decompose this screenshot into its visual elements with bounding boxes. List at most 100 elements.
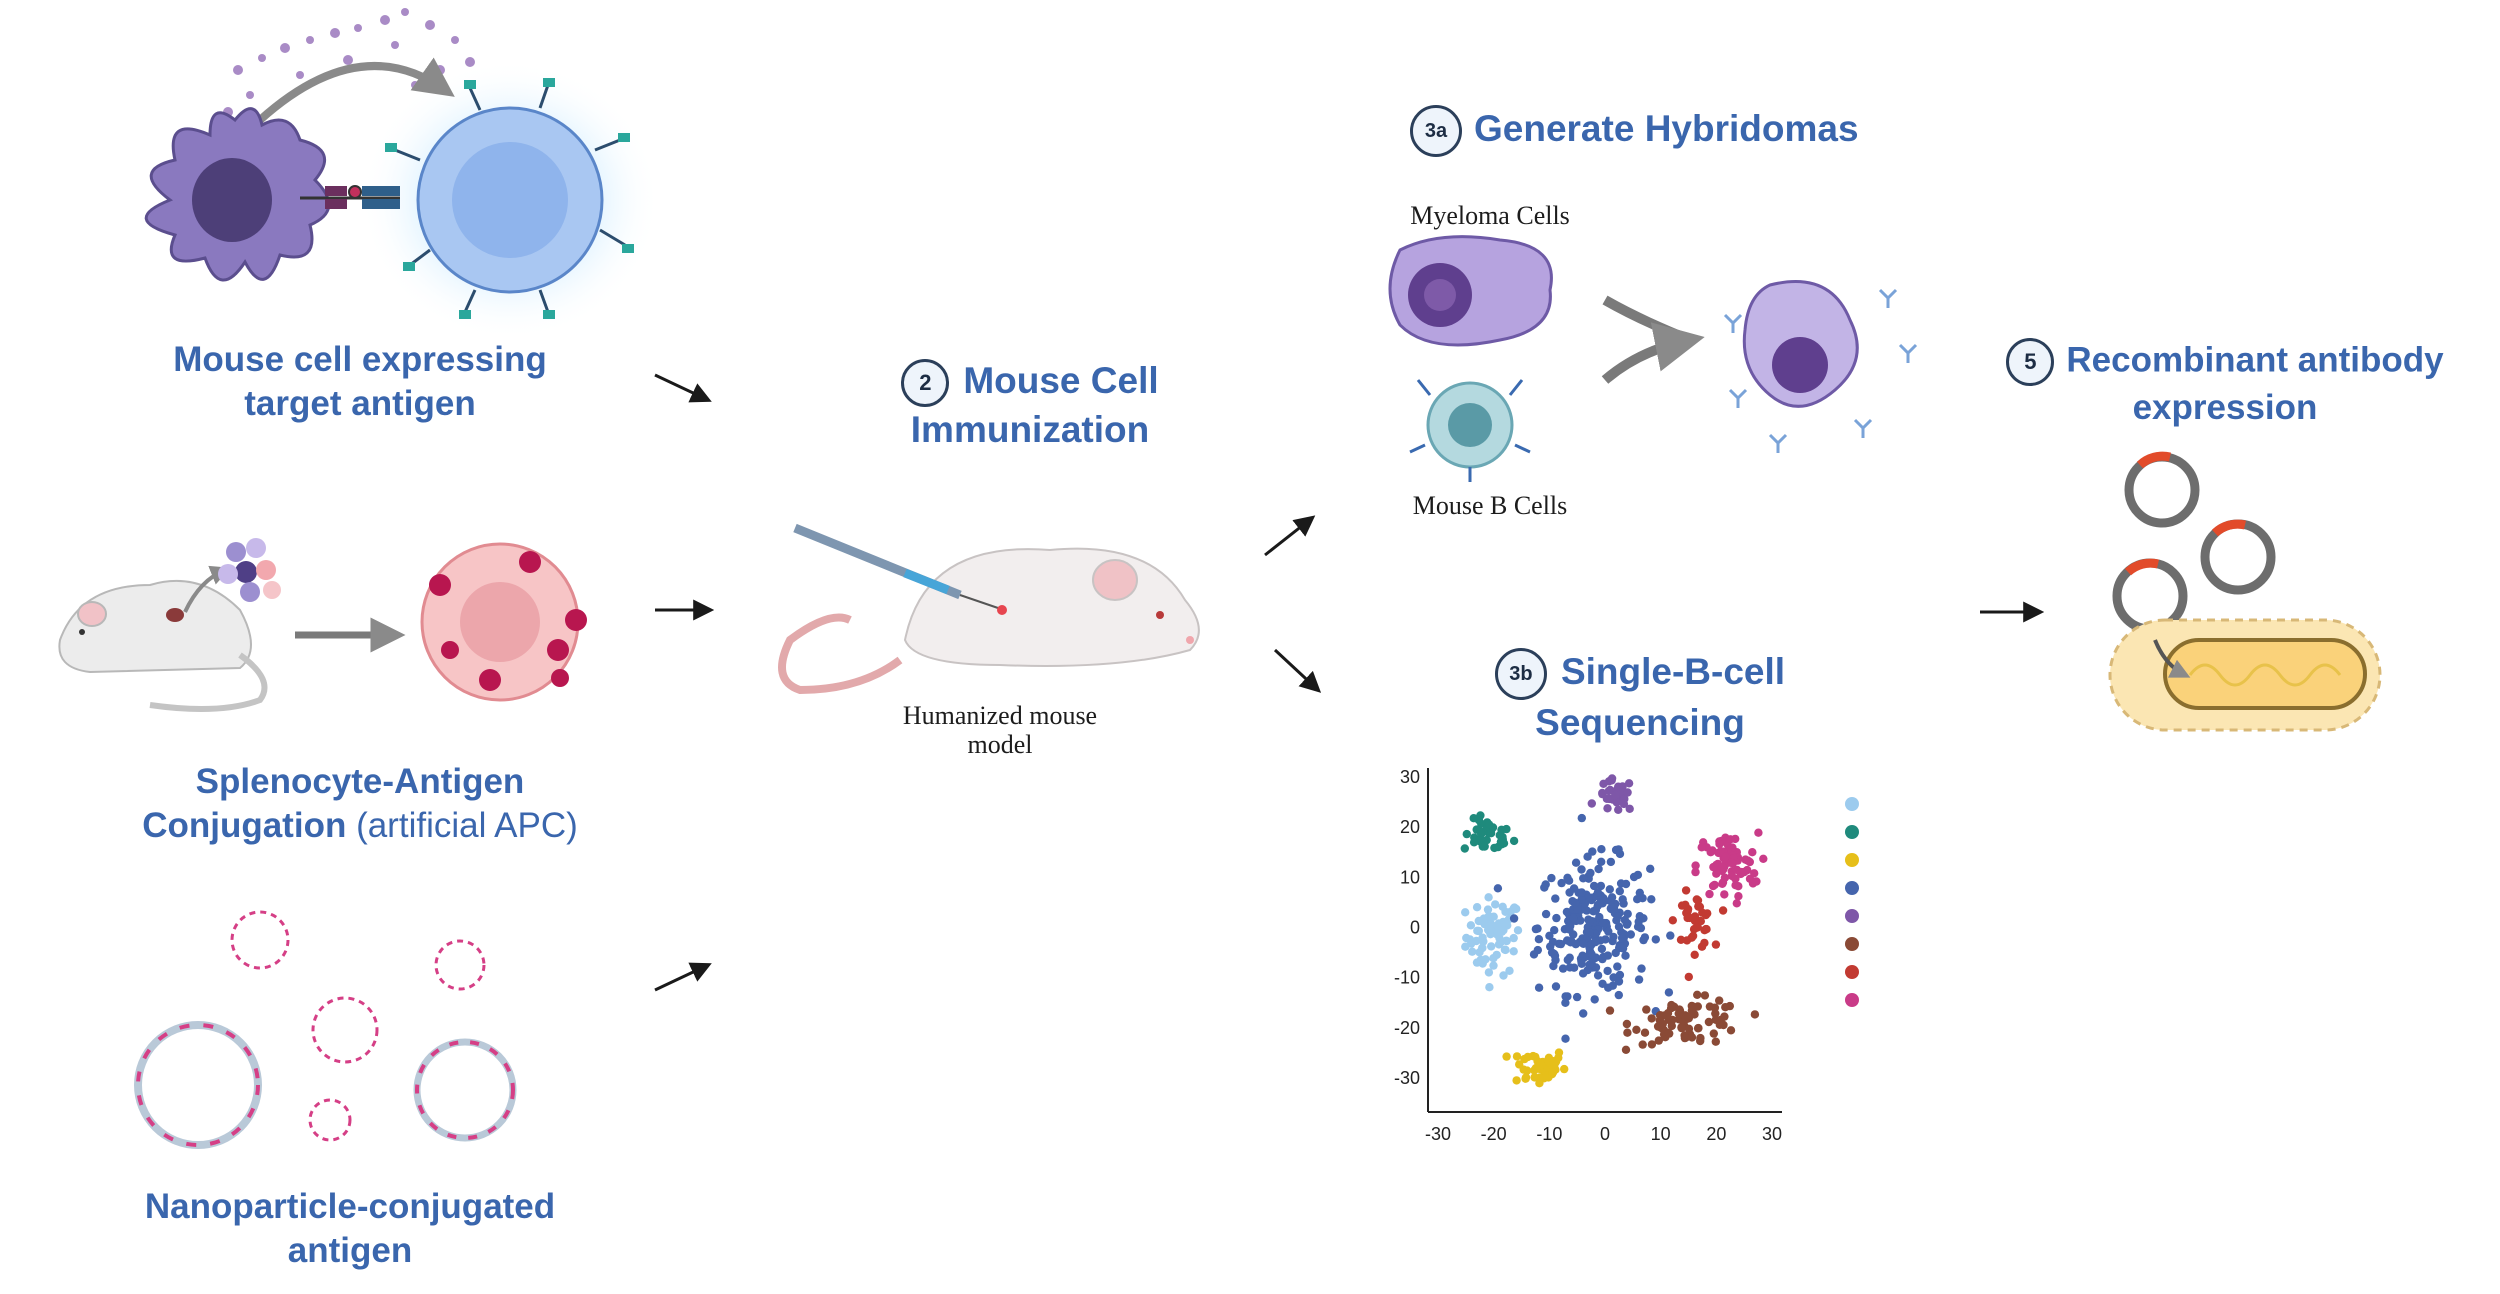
scatter-point-cluster-2 [1476,834,1486,844]
scatter-point-cluster-6 [1653,1022,1663,1031]
scatter-point-cluster-4 [1579,1009,1588,1018]
scatter-point-cluster-1 [1478,933,1487,942]
scatter-point-cluster-3 [1554,1048,1564,1057]
scatter-point-cluster-8 [1740,867,1749,877]
scatter-point-cluster-8 [1721,852,1730,862]
bcell-label: Mouse B Cells [1412,491,1568,520]
scatter-point-cluster-4 [1561,998,1570,1007]
x-tick-label: -20 [1481,1124,1507,1144]
mouse-cell-label-line2: target antigen [244,383,476,423]
scatter-point-cluster-4 [1571,898,1580,907]
scatter-point-cluster-4 [1577,865,1586,874]
scatter-point-cluster-4 [1633,870,1643,880]
scatter-point-cluster-4 [1607,893,1617,902]
scatter-point-cluster-4 [1664,988,1674,997]
scatter-point-cluster-1 [1509,933,1518,943]
y-tick-label: 20 [1400,817,1420,837]
scatter-point-cluster-4 [1565,963,1575,972]
scatter-point-cluster-4 [1493,884,1503,893]
scatter-point-cluster-1 [1473,926,1482,935]
scatter-point-cluster-4 [1614,990,1624,1000]
legend-swatch-2 [1845,825,1859,839]
y-tick-label: -30 [1394,1068,1420,1088]
scatter-point-cluster-4 [1585,928,1594,937]
scatter-point-cluster-1 [1505,966,1514,975]
legend-swatch-7 [1845,965,1859,979]
scatter-point-cluster-6 [1642,1005,1651,1014]
scatter-point-cluster-8 [1750,869,1759,878]
scatter-point-cluster-8 [1691,861,1700,870]
scatter-point-cluster-5 [1604,786,1614,796]
scatter-point-cluster-6 [1665,1029,1674,1038]
hybridoma-illustration [1388,235,1918,482]
scatter-point-cluster-4 [1572,992,1582,1002]
scatter-point-cluster-6 [1715,996,1724,1005]
scatter-point-cluster-4 [1615,970,1625,980]
scatter-point-cluster-4 [1593,888,1603,897]
scatter-point-cluster-4 [1551,894,1560,903]
b-cell [1409,379,1531,482]
scatter-point-cluster-6 [1640,1028,1650,1037]
scatter-point-cluster-5 [1614,782,1623,791]
hybridoma-cell [1723,280,1918,453]
scatter-point-cluster-6 [1726,1026,1736,1035]
scatter-point-cluster-4 [1534,983,1544,992]
sequencing-title-line2: Sequencing [1535,702,1745,743]
scatter-point-cluster-1 [1472,903,1482,912]
scatter-point-cluster-4 [1571,858,1581,867]
scatter-point-cluster-4 [1614,977,1624,986]
scatter-point-cluster-8 [1752,877,1761,886]
input-arrows [654,373,715,992]
scatter-point-cluster-2 [1460,844,1470,853]
x-tick-label: -10 [1536,1124,1562,1144]
scatter-point-cluster-1 [1484,968,1494,977]
scatter-point-cluster-4 [1639,914,1648,923]
scatter-point-cluster-7 [1683,913,1692,923]
legend-swatch-1 [1845,797,1859,811]
scatter-point-cluster-4 [1614,922,1624,931]
scatter-point-cluster-6 [1750,1010,1760,1019]
scatter-point-cluster-4 [1534,935,1544,944]
scatter-point-cluster-2 [1497,825,1506,834]
scatter-point-cluster-4 [1597,845,1606,854]
scatter-point-cluster-5 [1602,794,1612,803]
scatter-point-cluster-3 [1519,1065,1528,1074]
scatter-point-cluster-7 [1697,942,1707,951]
scatter-point-cluster-5 [1603,804,1612,813]
scatter-point-cluster-4 [1617,933,1627,943]
dendritic-cell [144,107,331,282]
scatter-point-cluster-4 [1597,944,1607,954]
step2-badge: 2 [901,359,950,408]
scatter-point-cluster-1 [1465,935,1475,944]
scatter-point-cluster-1 [1493,927,1502,936]
scatter-point-cluster-7 [1688,931,1698,941]
scatter-axes [1427,768,1782,1113]
scatter-point-cluster-8 [1734,892,1743,901]
scatter-point-cluster-4 [1578,969,1588,978]
scatter-point-cluster-8 [1731,881,1740,890]
scatter-point-cluster-8 [1759,854,1768,863]
scatter-point-cluster-6 [1638,1040,1647,1049]
scatter-point-cluster-2 [1490,843,1499,853]
scatter-point-cluster-4 [1621,951,1630,960]
scatter-point-cluster-4 [1604,983,1613,992]
nanoparticle-label: Nanoparticle-conjugated antigen [100,1185,600,1273]
scatter-points [1460,774,1768,1088]
scatter-point-cluster-3 [1531,1064,1541,1073]
scatter-point-cluster-4 [1594,864,1603,874]
scatter-point-cluster-3 [1502,1052,1511,1061]
immunization-title-line2: Immunization [910,409,1150,451]
scatter-point-cluster-4 [1565,888,1574,897]
scatter-point-cluster-7 [1702,925,1711,934]
scatter-point-cluster-3 [1512,1052,1522,1061]
scatter-point-cluster-1 [1485,983,1494,992]
scatter-point-cluster-8 [1697,843,1706,852]
scatter-point-cluster-4 [1579,874,1588,883]
y-tick-label: 10 [1400,867,1420,887]
